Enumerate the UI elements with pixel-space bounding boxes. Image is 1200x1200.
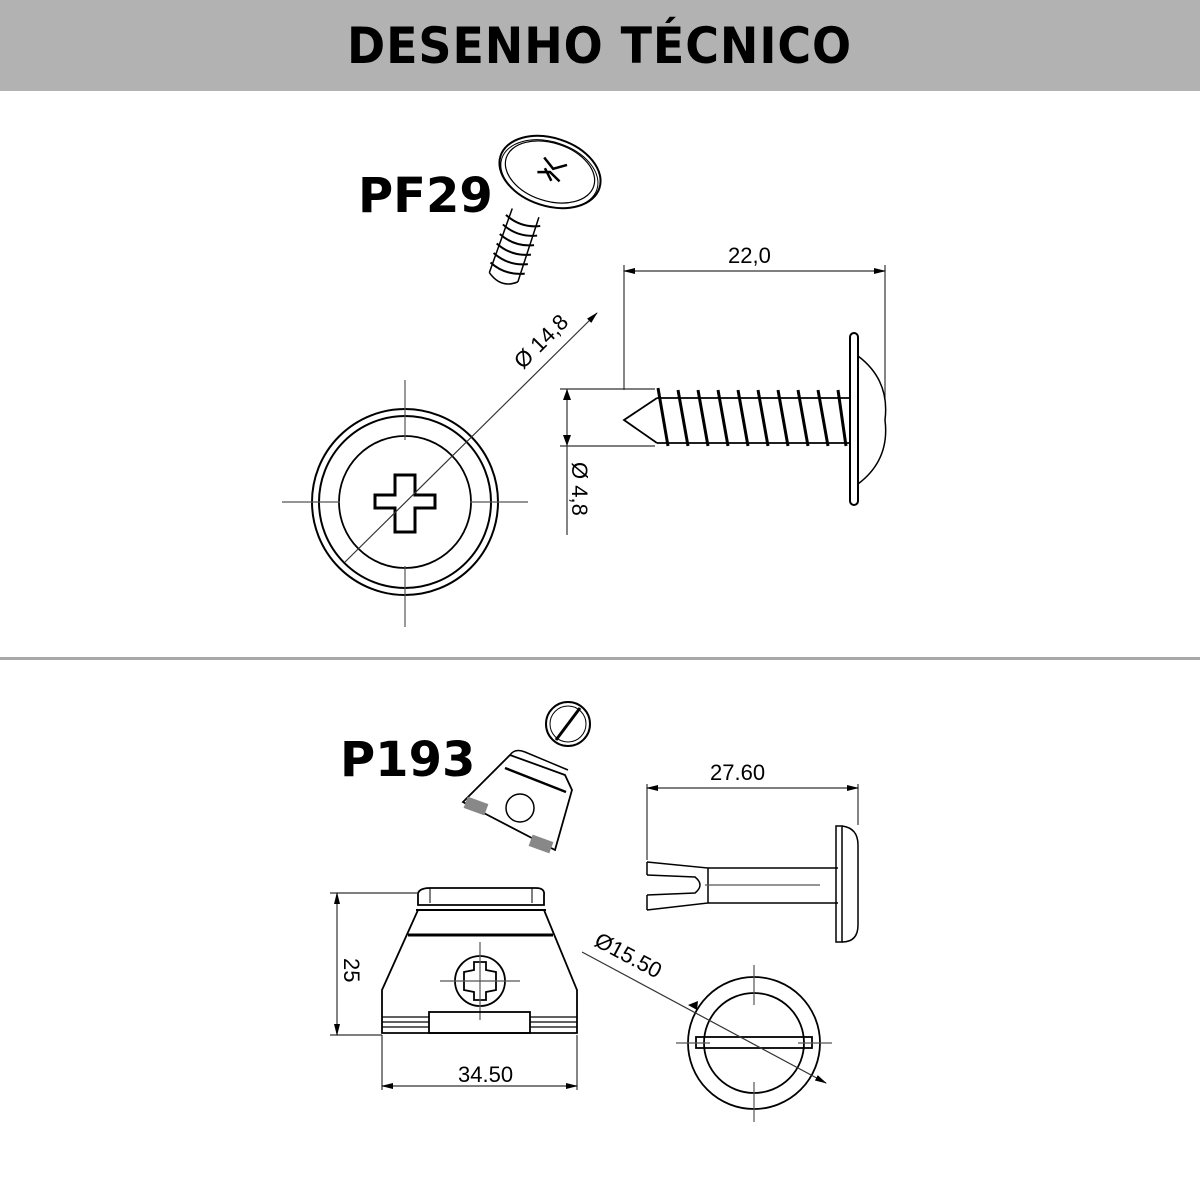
p193-length-label: 27.60	[710, 760, 765, 785]
p193-top-view: Ø15.50	[581, 927, 832, 1122]
part-pf29: PF29 Ø 14,8	[282, 134, 887, 627]
pf29-side-view: 22,0	[560, 243, 887, 535]
pf29-thread-diameter-label: Ø 4,8	[567, 462, 592, 516]
part-code-p193: P193	[340, 732, 475, 788]
pf29-length-label: 22,0	[728, 243, 771, 268]
p193-side-view: 27.60	[646, 760, 859, 943]
part-p193: P193 27.60	[330, 701, 859, 1122]
p193-isometric-cap-icon	[461, 701, 591, 854]
header-bar: DESENHO TÉCNICO	[0, 0, 1200, 91]
section-divider	[0, 657, 1200, 660]
part-code-pf29: PF29	[358, 168, 493, 224]
page-title: DESENHO TÉCNICO	[347, 16, 853, 75]
p193-width-label: 34.50	[458, 1062, 513, 1087]
pf29-isometric-screw-icon	[488, 134, 602, 285]
p193-head-diameter-label: Ø15.50	[591, 927, 666, 983]
p193-front-view: 25 34.50	[330, 887, 578, 1090]
pf29-head-diameter-label: Ø 14,8	[509, 309, 573, 373]
pf29-top-view: Ø 14,8	[282, 309, 598, 627]
p193-height-label: 25	[339, 958, 364, 982]
